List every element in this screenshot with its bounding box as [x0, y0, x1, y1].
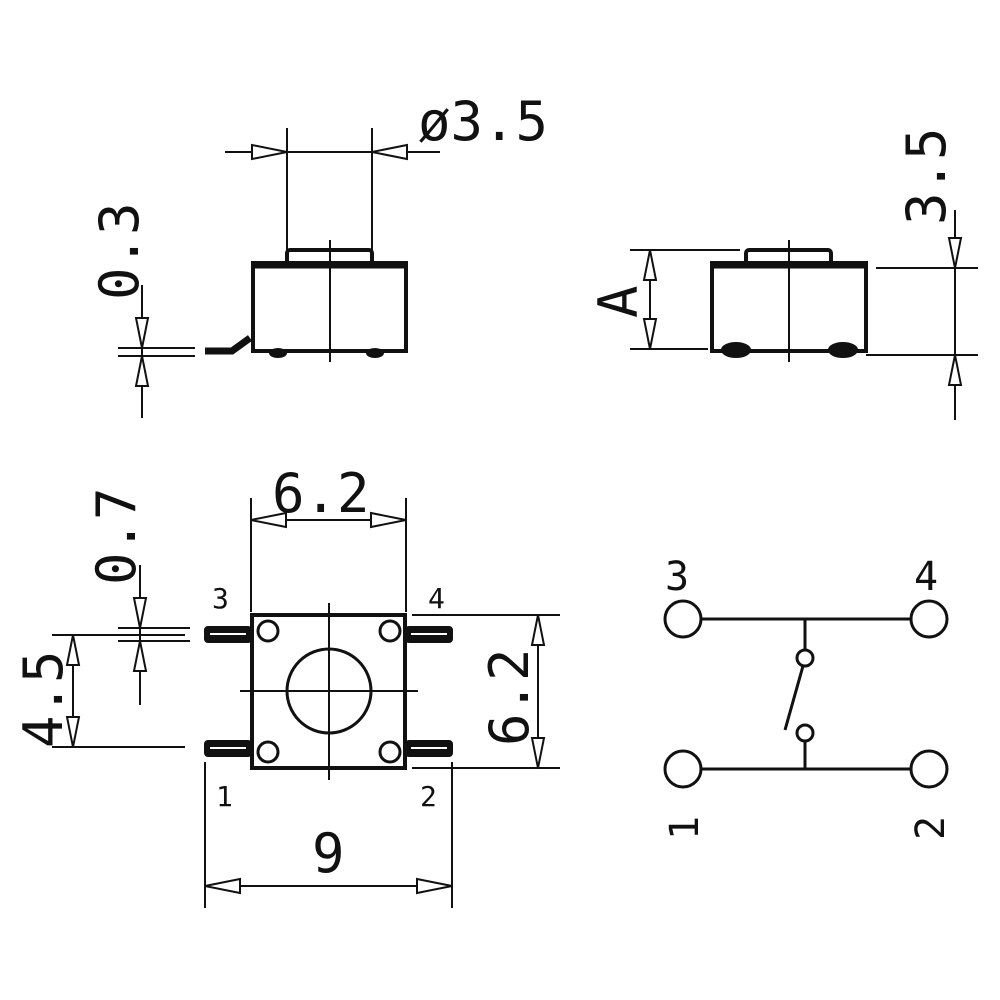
dim-pitch: 4.5	[12, 650, 75, 748]
dim-width-top: 6.2	[272, 462, 370, 525]
dim-height: 3.5	[895, 127, 958, 225]
plan-pin-3: 3	[212, 582, 229, 615]
dim-variable-a: A	[587, 285, 650, 318]
dim-pin-thickness: 0.7	[85, 487, 148, 585]
dim-diameter: ø3.5	[418, 90, 548, 153]
front-view: ø3.5 0.3	[88, 90, 548, 418]
dim-overall-width: 9	[312, 822, 345, 885]
plan-view: 6.2 3 4 1 2 0.7	[12, 462, 560, 908]
schematic-pin-4: 4	[914, 554, 938, 600]
plan-pin-1: 1	[216, 780, 233, 813]
switch-schematic: 3 4 1 2	[662, 554, 954, 840]
schematic-pin-2: 2	[908, 816, 954, 840]
plan-pin-2: 2	[420, 780, 437, 813]
plan-pin-4: 4	[428, 582, 445, 615]
side-view: A 3.5	[587, 127, 978, 420]
schematic-pin-1: 1	[662, 816, 708, 840]
dim-lead: 0.3	[88, 202, 151, 300]
schematic-pin-3: 3	[665, 554, 689, 600]
dim-height-right: 6.2	[478, 648, 541, 746]
